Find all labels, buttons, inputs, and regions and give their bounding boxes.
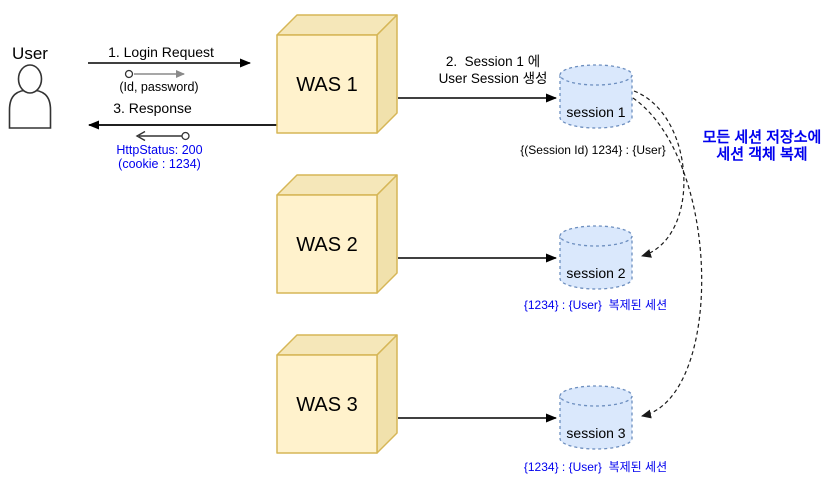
session2-note: {1234} : {User} 복제된 세션 [523, 298, 668, 312]
replication-arrow-session3 [632, 97, 703, 419]
replication-arrow-session2 [633, 90, 685, 258]
user-person-icon [8, 64, 52, 129]
session2-label: session 2 [566, 265, 626, 281]
session3-note: {1234} : {User} 복제된 세션 [523, 460, 668, 474]
session2-database-icon [559, 225, 633, 290]
session1-label: session 1 [566, 104, 626, 120]
login-message-icon [124, 69, 185, 79]
user-label: User [12, 44, 48, 63]
session1-database-icon [559, 64, 633, 129]
create-session-line2: User Session 생성 [438, 70, 548, 86]
create-session-line1: 2. Session 1 에 [445, 54, 541, 69]
session3-label: session 3 [566, 425, 626, 441]
response-status-label: HttpStatus: 200 [116, 143, 203, 157]
was2-label: WAS 2 [296, 234, 358, 256]
login-request-label: 1. Login Request [108, 44, 214, 60]
create-session-label: 2. Session 1 에 User Session 생성 [419, 54, 567, 87]
replication-note: 모든 세션 저장소에 세션 객체 복제 [687, 129, 834, 163]
was3-label: WAS 3 [296, 394, 358, 416]
was2-server-cube [276, 174, 398, 294]
response-message-icon [135, 130, 190, 142]
was1-server-cube [276, 14, 398, 134]
was1-label: WAS 1 [296, 74, 358, 96]
session3-database-icon [559, 385, 633, 450]
login-params-label: (Id, password) [119, 80, 199, 94]
response-cookie-label: (cookie : 1234) [118, 157, 201, 171]
replication-note-line2: 세션 객체 복제 [716, 145, 808, 163]
session1-note: {(Session Id) 1234} : {User} [520, 143, 666, 157]
was3-server-cube [276, 334, 398, 454]
response-label: 3. Response [113, 100, 192, 116]
replication-note-line1: 모든 세션 저장소에 [702, 129, 822, 146]
